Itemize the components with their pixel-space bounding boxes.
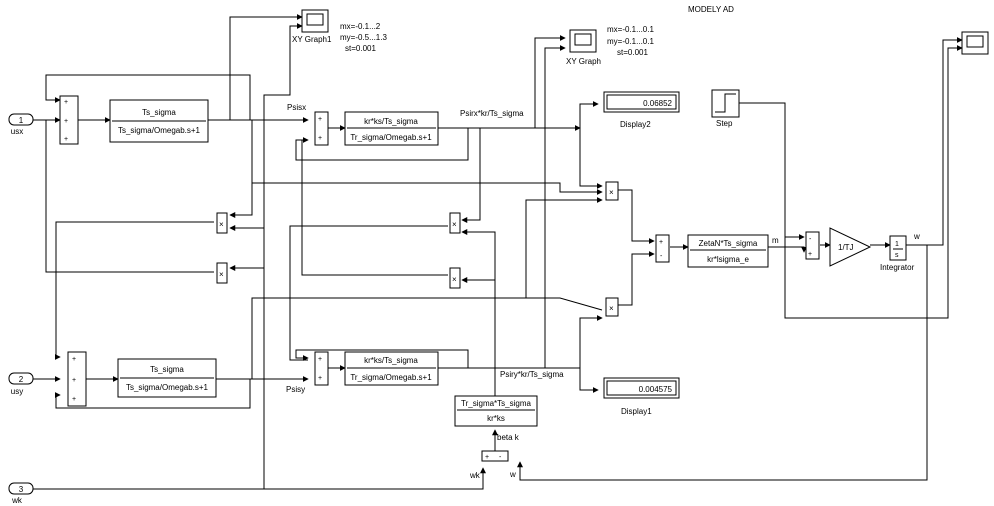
sign: + [485, 454, 489, 461]
sign: - [499, 454, 502, 461]
integrator-denominator: s [895, 252, 899, 259]
tf-numerator: Ts_sigma [142, 108, 176, 117]
gain-label: 1/TJ [838, 243, 854, 252]
sum-stator-y[interactable]: + + + [67, 351, 87, 407]
product-symbol: × [452, 275, 457, 284]
product-block-1[interactable]: × [216, 212, 228, 234]
tf-denominator: kr*ks [487, 414, 505, 423]
xy-graph1-label: XY Graph1 [292, 35, 332, 44]
sum-stator-x[interactable]: + + + [59, 95, 79, 145]
product-block-6[interactable]: × [605, 297, 619, 317]
tf-denominator: Tr_sigma/Omegab.s+1 [350, 133, 432, 142]
signal-w-out: w [913, 232, 920, 241]
gain-1-tj[interactable]: 1/TJ [829, 227, 872, 267]
integrator-block[interactable]: 1 s Integrator [880, 235, 915, 272]
display2-label: Display2 [620, 120, 651, 129]
sign: - [809, 236, 812, 243]
inport-number: 2 [19, 375, 24, 384]
inport-usx[interactable]: 1 usx [8, 113, 34, 136]
tf-numerator: kr*ks/Ts_sigma [364, 356, 418, 365]
signal-betak: beta k [497, 433, 520, 442]
tf-torque[interactable]: ZetaN*Ts_sigma kr*lsigma_e [687, 234, 769, 268]
tf-rotor-y[interactable]: kr*ks/Ts_sigma Tr_sigma/Omegab.s+1 [344, 351, 439, 386]
step-block[interactable]: Step [711, 89, 740, 128]
sign: + [318, 356, 322, 363]
xy-graph1-my: my=-0.5...1.3 [340, 33, 387, 42]
xy-graph1-st: st=0.001 [345, 44, 376, 53]
tf-rotor-x[interactable]: kr*ks/Ts_sigma Tr_sigma/Omegab.s+1 [344, 111, 439, 146]
signal-psisx: Psisx [287, 103, 306, 112]
integrator-label: Integrator [880, 263, 915, 272]
sign: + [318, 135, 322, 142]
product-block-3[interactable]: × [449, 212, 461, 234]
sign: + [318, 116, 322, 123]
step-label: Step [716, 119, 733, 128]
sign: + [72, 356, 76, 363]
product-block-2[interactable]: × [216, 262, 228, 284]
tf-denominator: Tr_sigma/Omegab.s+1 [350, 373, 432, 382]
tf-stator-x[interactable]: Ts_sigma Ts_sigma/Omegab.s+1 [109, 99, 209, 143]
tf-numerator: Tr_sigma*Ts_sigma [461, 399, 531, 408]
product-symbol: × [219, 270, 224, 279]
tf-denominator: kr*lsigma_e [707, 255, 749, 264]
tf-denominator: Ts_sigma/Omegab.s+1 [118, 126, 201, 135]
signal-lines [33, 14, 963, 490]
display2[interactable]: 0.06852 Display2 [603, 91, 680, 129]
scope-block[interactable] [961, 31, 989, 55]
inport-number: 1 [19, 116, 24, 125]
sign: + [808, 251, 812, 258]
signal-w-bottom: w [509, 470, 516, 479]
tf-beta[interactable]: Tr_sigma*Ts_sigma kr*ks [454, 395, 538, 427]
integrator-numerator: 1 [895, 241, 899, 248]
sum-rotor-x[interactable]: + + [314, 111, 329, 146]
signal-psirx: Psirx*kr/Ts_sigma [460, 109, 524, 118]
xy-graph[interactable]: XY Graph mx=-0.1...0.1 my=-0.1...0.1 st=… [566, 25, 654, 66]
tf-denominator: Ts_sigma/Omegab.s+1 [126, 383, 209, 392]
tf-numerator: ZetaN*Ts_sigma [699, 239, 758, 248]
tf-numerator: Ts_sigma [150, 365, 184, 374]
product-symbol: × [609, 188, 614, 197]
sum-torque[interactable]: + - [655, 234, 670, 263]
product-symbol: × [219, 220, 224, 229]
xy-graph-mx: mx=-0.1...0.1 [607, 25, 654, 34]
tf-stator-y[interactable]: Ts_sigma Ts_sigma/Omegab.s+1 [117, 358, 217, 398]
signal-psisy: Psisy [286, 385, 305, 394]
inport-number: 3 [19, 485, 24, 494]
display1[interactable]: 0.004575 Display1 [603, 377, 680, 416]
sign: + [72, 396, 76, 403]
xy-graph1-mx: mx=-0.1...2 [340, 22, 381, 31]
product-block-4[interactable]: × [449, 267, 461, 289]
sign: + [64, 136, 68, 143]
display1-value: 0.004575 [639, 385, 673, 394]
inport-wk[interactable]: 3 wk [8, 482, 34, 505]
sign: + [659, 239, 663, 246]
inport-usy[interactable]: 2 usy [8, 372, 34, 396]
sum-wk[interactable]: + - [481, 450, 509, 462]
signal-psiry: Psiry*kr/Ts_sigma [500, 370, 564, 379]
xy-graph-label: XY Graph [566, 57, 601, 66]
inport-label: usy [11, 387, 23, 396]
sign: + [318, 375, 322, 382]
signal-m: m [772, 236, 779, 245]
product-block-5[interactable]: × [605, 181, 619, 201]
sign: + [64, 99, 68, 106]
sign: - [660, 253, 663, 260]
inport-label: wk [11, 496, 23, 505]
tf-numerator: kr*ks/Ts_sigma [364, 117, 418, 126]
xy-graph-st: st=0.001 [617, 48, 648, 57]
product-symbol: × [609, 304, 614, 313]
xy-graph1[interactable]: XY Graph1 mx=-0.1...2 my=-0.5...1.3 st=0… [292, 9, 387, 53]
product-symbol: × [452, 220, 457, 229]
sum-speed[interactable]: - + [805, 231, 820, 260]
display2-value: 0.06852 [643, 99, 672, 108]
sign: + [72, 377, 76, 384]
sum-rotor-y[interactable]: + + [314, 351, 329, 386]
signal-wk: wk [469, 471, 481, 480]
xy-graph-my: my=-0.1...0.1 [607, 37, 654, 46]
sign: + [64, 118, 68, 125]
inport-label: usx [11, 127, 23, 136]
page-title: MODELY AD [688, 5, 734, 14]
display1-label: Display1 [621, 407, 652, 416]
